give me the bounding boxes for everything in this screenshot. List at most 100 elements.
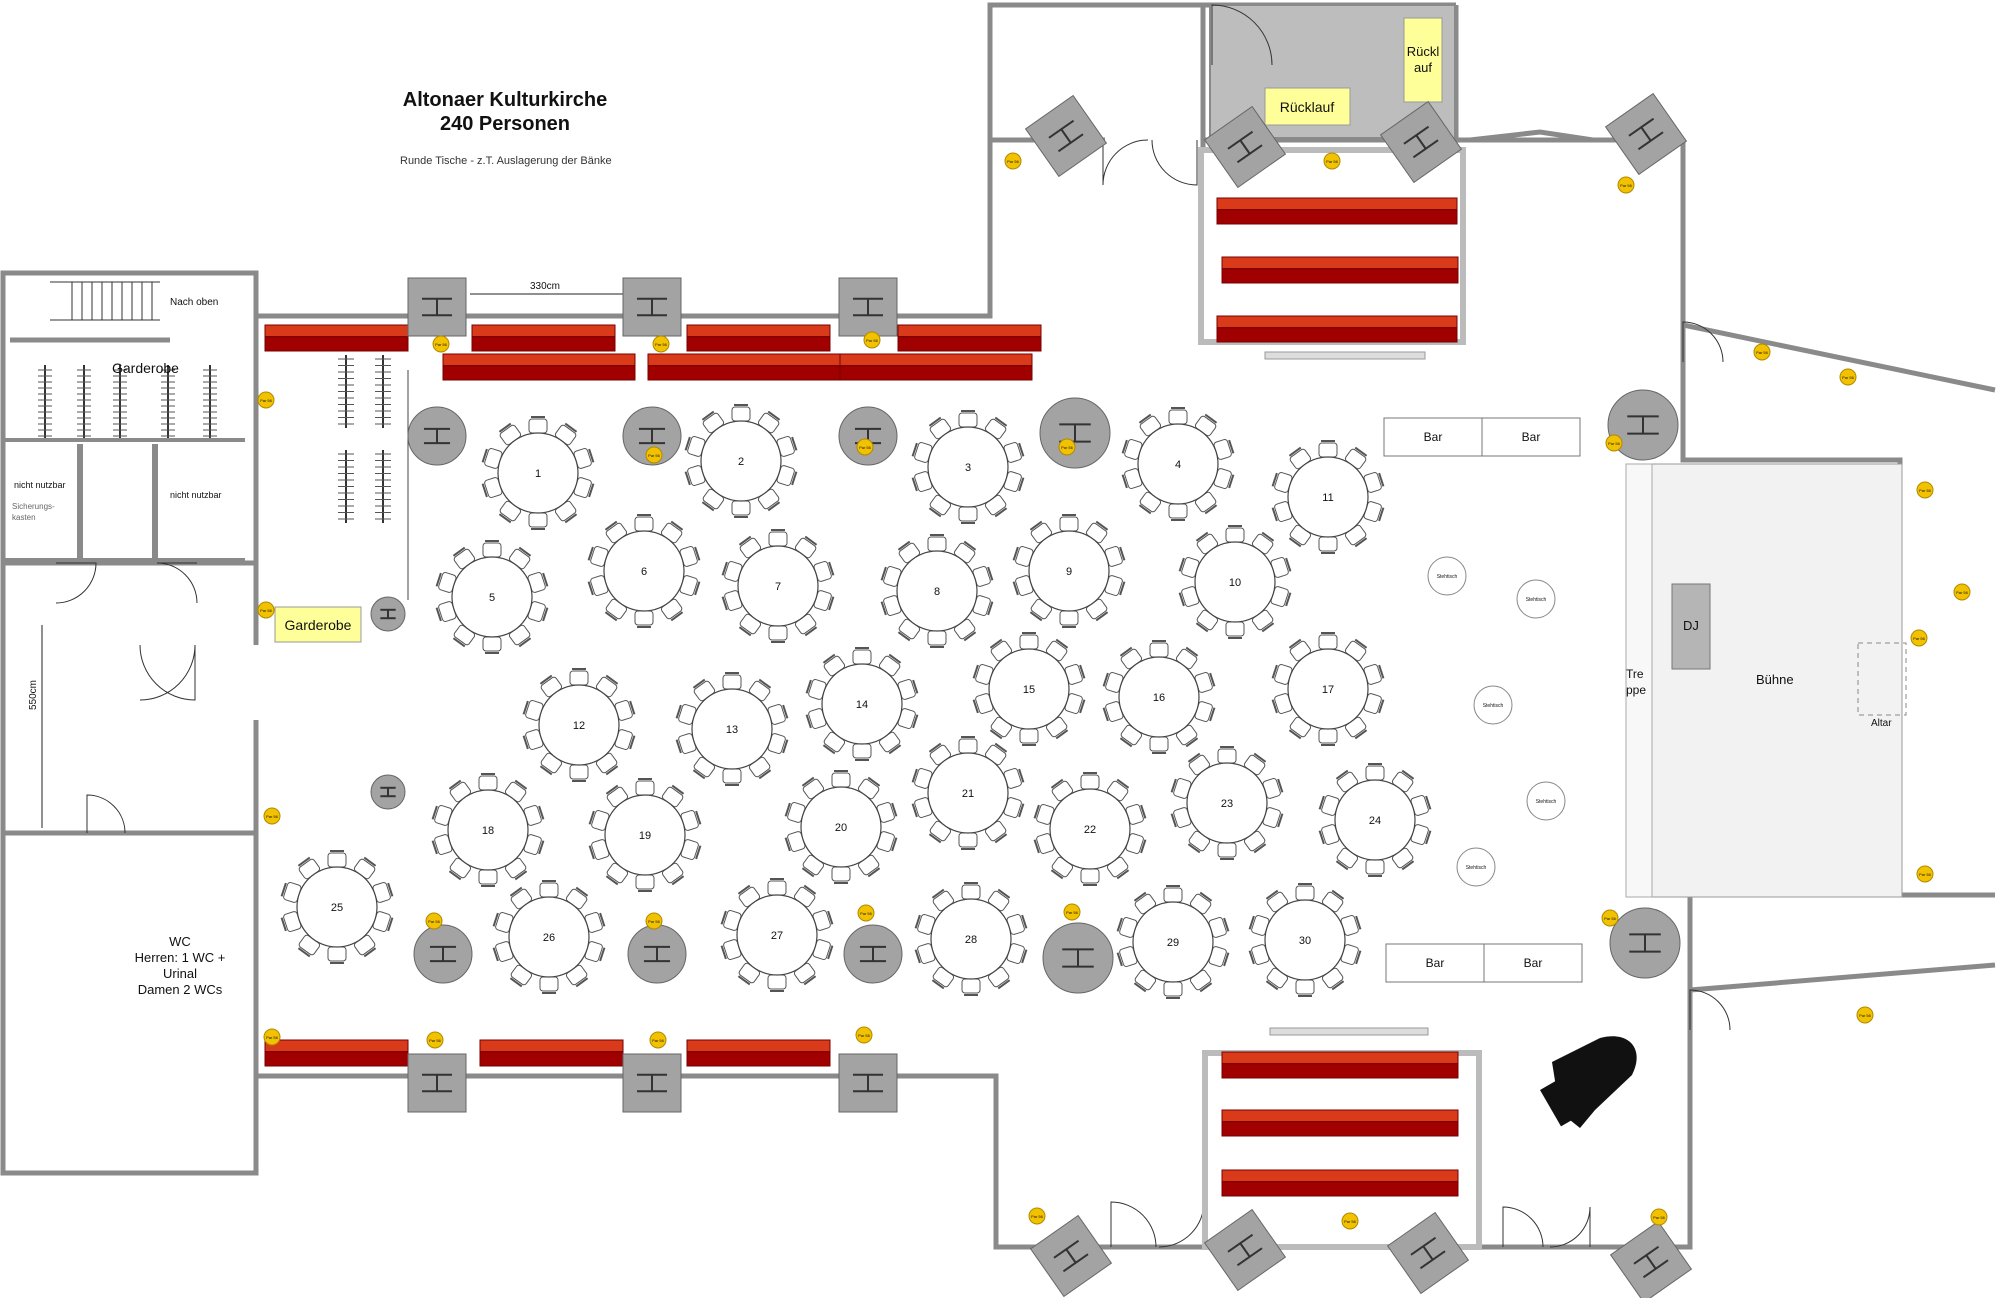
chair-back — [931, 979, 945, 990]
wc-line-4: Damen 2 WCs — [137, 982, 223, 997]
high-table-label: Stehtisch — [1483, 703, 1504, 709]
chair — [927, 536, 947, 552]
lamp-label: Par 56 — [1913, 636, 1926, 641]
chair-back — [1199, 891, 1213, 902]
room-features — [38, 4, 1907, 1250]
pillar-beam — [1419, 1250, 1446, 1270]
chair-back — [1140, 839, 1147, 854]
lamp — [257, 391, 275, 409]
chair — [831, 772, 851, 788]
bench — [442, 365, 636, 381]
gallery-bench — [1221, 1169, 1459, 1183]
chair-back — [804, 626, 818, 637]
chair-back — [694, 581, 701, 596]
wall-segment — [1687, 895, 1996, 993]
table-number: 22 — [1084, 824, 1096, 836]
table-number: 18 — [482, 825, 494, 837]
round-table: 22 — [1033, 772, 1147, 886]
chair-back — [994, 416, 1008, 427]
chair-back — [1018, 442, 1025, 457]
table-top — [538, 684, 620, 766]
chair-back — [928, 507, 942, 518]
dimension-label-left: 550cm — [28, 680, 39, 710]
chair-back — [791, 436, 798, 451]
table-top — [927, 426, 1009, 508]
lamp-label: Par 56 — [1859, 1013, 1872, 1018]
chair — [1059, 610, 1079, 626]
chair-back — [1187, 752, 1201, 763]
chair-back — [514, 779, 528, 790]
lamp — [1753, 343, 1771, 361]
table-top — [691, 688, 773, 770]
chair-back — [1102, 707, 1109, 722]
chair-back — [997, 979, 1011, 990]
round-table: 25 — [280, 850, 394, 964]
round-table: 20 — [784, 770, 898, 884]
chair-back — [720, 945, 727, 960]
chair — [1168, 409, 1188, 425]
sicherung-label-1: Sicherungs- — [12, 502, 55, 511]
high-table — [1456, 847, 1496, 887]
chair-back — [1033, 839, 1040, 854]
bench — [647, 353, 841, 367]
table-top — [1132, 901, 1214, 983]
bar-counter-top — [1383, 417, 1483, 457]
high-table-label: Stehtisch — [1526, 597, 1547, 603]
lamp — [649, 1031, 667, 1049]
table-top — [700, 420, 782, 502]
gallery-bench — [1221, 1181, 1459, 1197]
altar-outline — [1857, 642, 1907, 716]
chair-back — [928, 833, 942, 844]
bench — [686, 324, 831, 338]
garderobe-box-label: Garderobe — [285, 617, 352, 633]
piano-bench — [1540, 1080, 1579, 1127]
lamp-label: Par 56 — [1919, 488, 1932, 493]
chair-back — [564, 422, 578, 433]
pillar-square — [407, 277, 467, 337]
round-table: 4 — [1121, 407, 1235, 521]
round-table: 9 — [1012, 514, 1126, 628]
chair-back — [827, 910, 834, 925]
chair-back — [1116, 952, 1123, 967]
bench — [471, 336, 616, 352]
chair-back — [1248, 950, 1255, 965]
bench — [264, 1039, 409, 1053]
chair-back — [911, 477, 918, 492]
chair-back — [452, 637, 466, 648]
chair-back — [629, 700, 636, 715]
chair-back — [791, 471, 798, 486]
chair-back — [758, 678, 772, 689]
pillar-beam — [1422, 1245, 1434, 1261]
table-number: 4 — [1175, 459, 1181, 471]
bench — [686, 336, 831, 352]
chair — [478, 869, 498, 885]
pillar-square — [838, 1053, 898, 1113]
bar-label: Bar — [1522, 430, 1541, 444]
chair-back — [972, 664, 979, 679]
chair-back — [1012, 546, 1019, 561]
chair — [958, 738, 978, 754]
chair — [327, 852, 347, 868]
chair-back — [997, 888, 1011, 899]
chair-back — [721, 561, 728, 576]
chair-back — [1050, 778, 1064, 789]
lamp — [432, 335, 450, 353]
chair-back — [1271, 664, 1278, 679]
plan-title: Altonaer Kulturkirche 240 Personen — [385, 88, 625, 136]
chair — [852, 743, 872, 759]
door-swing — [1502, 1206, 1544, 1248]
chair-back — [767, 410, 781, 421]
chair — [831, 866, 851, 882]
chair-back — [1288, 537, 1302, 548]
chair-back — [671, 784, 685, 795]
chair-back — [498, 513, 512, 524]
chair — [1080, 868, 1100, 884]
chair-back — [803, 884, 817, 895]
table-top — [1137, 423, 1219, 505]
lamp — [425, 912, 443, 930]
chair-back — [1277, 813, 1284, 828]
table-top — [736, 894, 818, 976]
chair-back — [1204, 504, 1218, 515]
chair-back — [1335, 860, 1349, 871]
table-number: 28 — [965, 934, 977, 946]
